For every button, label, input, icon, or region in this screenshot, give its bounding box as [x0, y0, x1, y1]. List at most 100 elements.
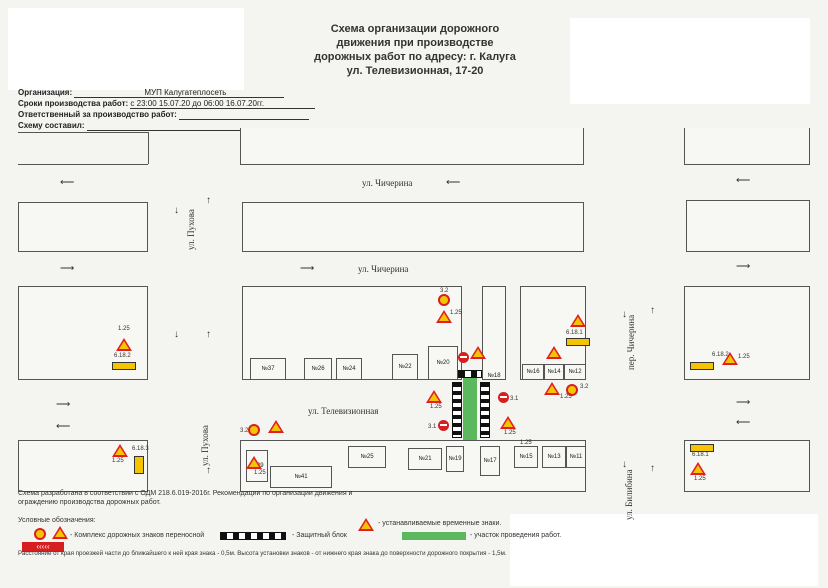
sign-label: 1.25: [694, 476, 706, 482]
redacted-area-bottom-right: [510, 514, 818, 586]
building-20: №20: [428, 346, 458, 380]
legend-chevron-icon: ‹‹‹‹‹: [22, 542, 64, 552]
redacted-area-top-right: [570, 18, 810, 104]
sign-label: 3.1: [428, 424, 437, 430]
arrow-left-icon: ⟵: [56, 421, 71, 432]
arrow-down-icon: ↓: [174, 205, 179, 216]
street-per-chicherina: пер. Чичерина: [626, 314, 636, 370]
roadworks-sign-icon: [116, 338, 132, 351]
building-12: №12: [564, 364, 586, 380]
arrow-right-icon: ⟶: [736, 397, 751, 408]
no-entry-sign-icon: [498, 392, 509, 403]
sign-label: 3.2: [440, 288, 449, 294]
org-row: Организация: МУП Калугатеплосеть: [18, 88, 285, 98]
legend-title: Условные обозначения:: [18, 517, 96, 524]
dates-row: Сроки производства работ: с 23:00 15.07.…: [18, 99, 316, 109]
arrow-right-icon: ⟶: [56, 399, 71, 410]
roadworks-sign-icon: [436, 310, 452, 323]
no-entry-sign-icon: [458, 352, 469, 363]
sign-label: 1.25: [520, 440, 532, 446]
roadworks-sign-icon: [570, 314, 586, 327]
building-14: №14: [544, 364, 564, 380]
street-chicherina-mid: ул. Чичерина: [358, 264, 409, 274]
detour-plate-icon: [134, 456, 144, 474]
building-22: №22: [392, 354, 418, 380]
legend-temp-label: - устанавливаемые временные знаки.: [378, 520, 502, 527]
arrow-left-icon: ⟵: [446, 177, 461, 188]
protective-block: [480, 382, 490, 438]
arrow-right-icon: ⟶: [300, 263, 315, 274]
sign-label: 3.1: [510, 396, 519, 402]
right-mid-block: [686, 200, 810, 252]
sign-label: 6.18.2: [712, 352, 729, 358]
arrow-right-icon: ⟶: [736, 261, 751, 272]
legend-work-icon: [402, 532, 466, 540]
building-18: №18: [482, 286, 506, 380]
building-17: №17: [480, 446, 500, 476]
arrow-left-icon: ⟵: [736, 175, 751, 186]
arrow-down-icon: ↓: [174, 329, 179, 340]
speed-limit-sign-icon: [438, 294, 450, 306]
sign-label: 1.25: [738, 354, 750, 360]
legend-block-label: - Защитный блок: [292, 532, 347, 539]
sign-label: 3.2: [240, 428, 249, 434]
protective-block: [458, 370, 482, 378]
legend-kit-label: - Комплекс дорожных знаков переносной: [70, 532, 205, 539]
speed-limit-sign-icon: [248, 424, 260, 436]
distance-note: Расстояние от края проезжей части до бли…: [18, 550, 507, 557]
building-15: №15: [514, 446, 538, 468]
sign-label: 1.25: [112, 458, 124, 464]
developed-note: Схема разработана в соответствии с ОДМ 2…: [18, 490, 353, 497]
roadworks-sign-icon: [500, 416, 516, 429]
legend-work-label: - участок проведения работ.: [470, 532, 562, 539]
arrow-up-icon: ↑: [206, 329, 211, 340]
building-41: №41: [270, 466, 332, 488]
legend-kit-triangle-icon: [52, 526, 68, 539]
street-bilibina: ул. Билибина: [624, 469, 634, 520]
arrow-right-icon: ⟶: [60, 263, 75, 274]
building-26: №26: [304, 358, 332, 380]
top-center-block: [240, 128, 584, 165]
detour-plate-icon: [566, 338, 590, 346]
sign-label: 6.18.1: [692, 452, 709, 458]
document-title: Схема организации дорожного движения при…: [314, 23, 516, 77]
protective-block: [452, 382, 462, 438]
detour-plate-icon: [112, 362, 136, 370]
sign-label: 3.2: [580, 384, 589, 390]
street-televizionnaya: ул. Телевизионная: [308, 406, 379, 416]
arrow-down-icon: ↓: [622, 459, 627, 470]
top-right-block: [684, 128, 810, 165]
sign-label: 1.25: [254, 470, 266, 476]
sign-label: 1.25: [560, 394, 572, 400]
no-entry-sign-icon: [438, 420, 449, 431]
roadworks-sign-icon: [722, 352, 738, 365]
speed-limit-sign-icon: [566, 384, 578, 396]
roadworks-sign-icon: [426, 390, 442, 403]
detour-plate-icon: [690, 362, 714, 370]
org-value: МУП Калугатеплосеть: [74, 88, 285, 98]
legend-temp-sign-icon: [358, 518, 374, 531]
detour-plate-icon: [690, 444, 714, 452]
responsible-row: Ответственный за производство работ:: [18, 110, 310, 120]
sign-label: 1.25: [118, 326, 130, 332]
arrow-up-icon: ↑: [650, 463, 655, 474]
sign-label: 1.25: [430, 404, 442, 410]
dates-value: с 23:00 15.07.20 до 06:00 16.07.20гг.: [130, 99, 316, 109]
roadworks-sign-icon: [470, 346, 486, 359]
work-area: [463, 378, 477, 440]
left-mid-block: [18, 202, 148, 252]
arrow-up-icon: ↑: [206, 195, 211, 206]
roadworks-sign-icon: [690, 462, 706, 475]
developed-note-2: ограждению производства дорожных работ.: [18, 499, 161, 506]
arrow-left-icon: ⟵: [60, 177, 75, 188]
legend-block-icon: [220, 532, 286, 540]
arrow-left-icon: ⟵: [736, 417, 751, 428]
building-25: №25: [348, 446, 386, 468]
street-pukhova-bottom: ул. Пухова: [200, 425, 210, 466]
center-mid-block: [242, 202, 584, 252]
street-chicherina-top: ул. Чичерина: [362, 178, 413, 188]
sign-label: 6.18.3: [132, 446, 149, 452]
arrow-up-icon: ↑: [206, 465, 211, 476]
building-21: №21: [408, 448, 442, 470]
building-16: №16: [522, 364, 544, 380]
